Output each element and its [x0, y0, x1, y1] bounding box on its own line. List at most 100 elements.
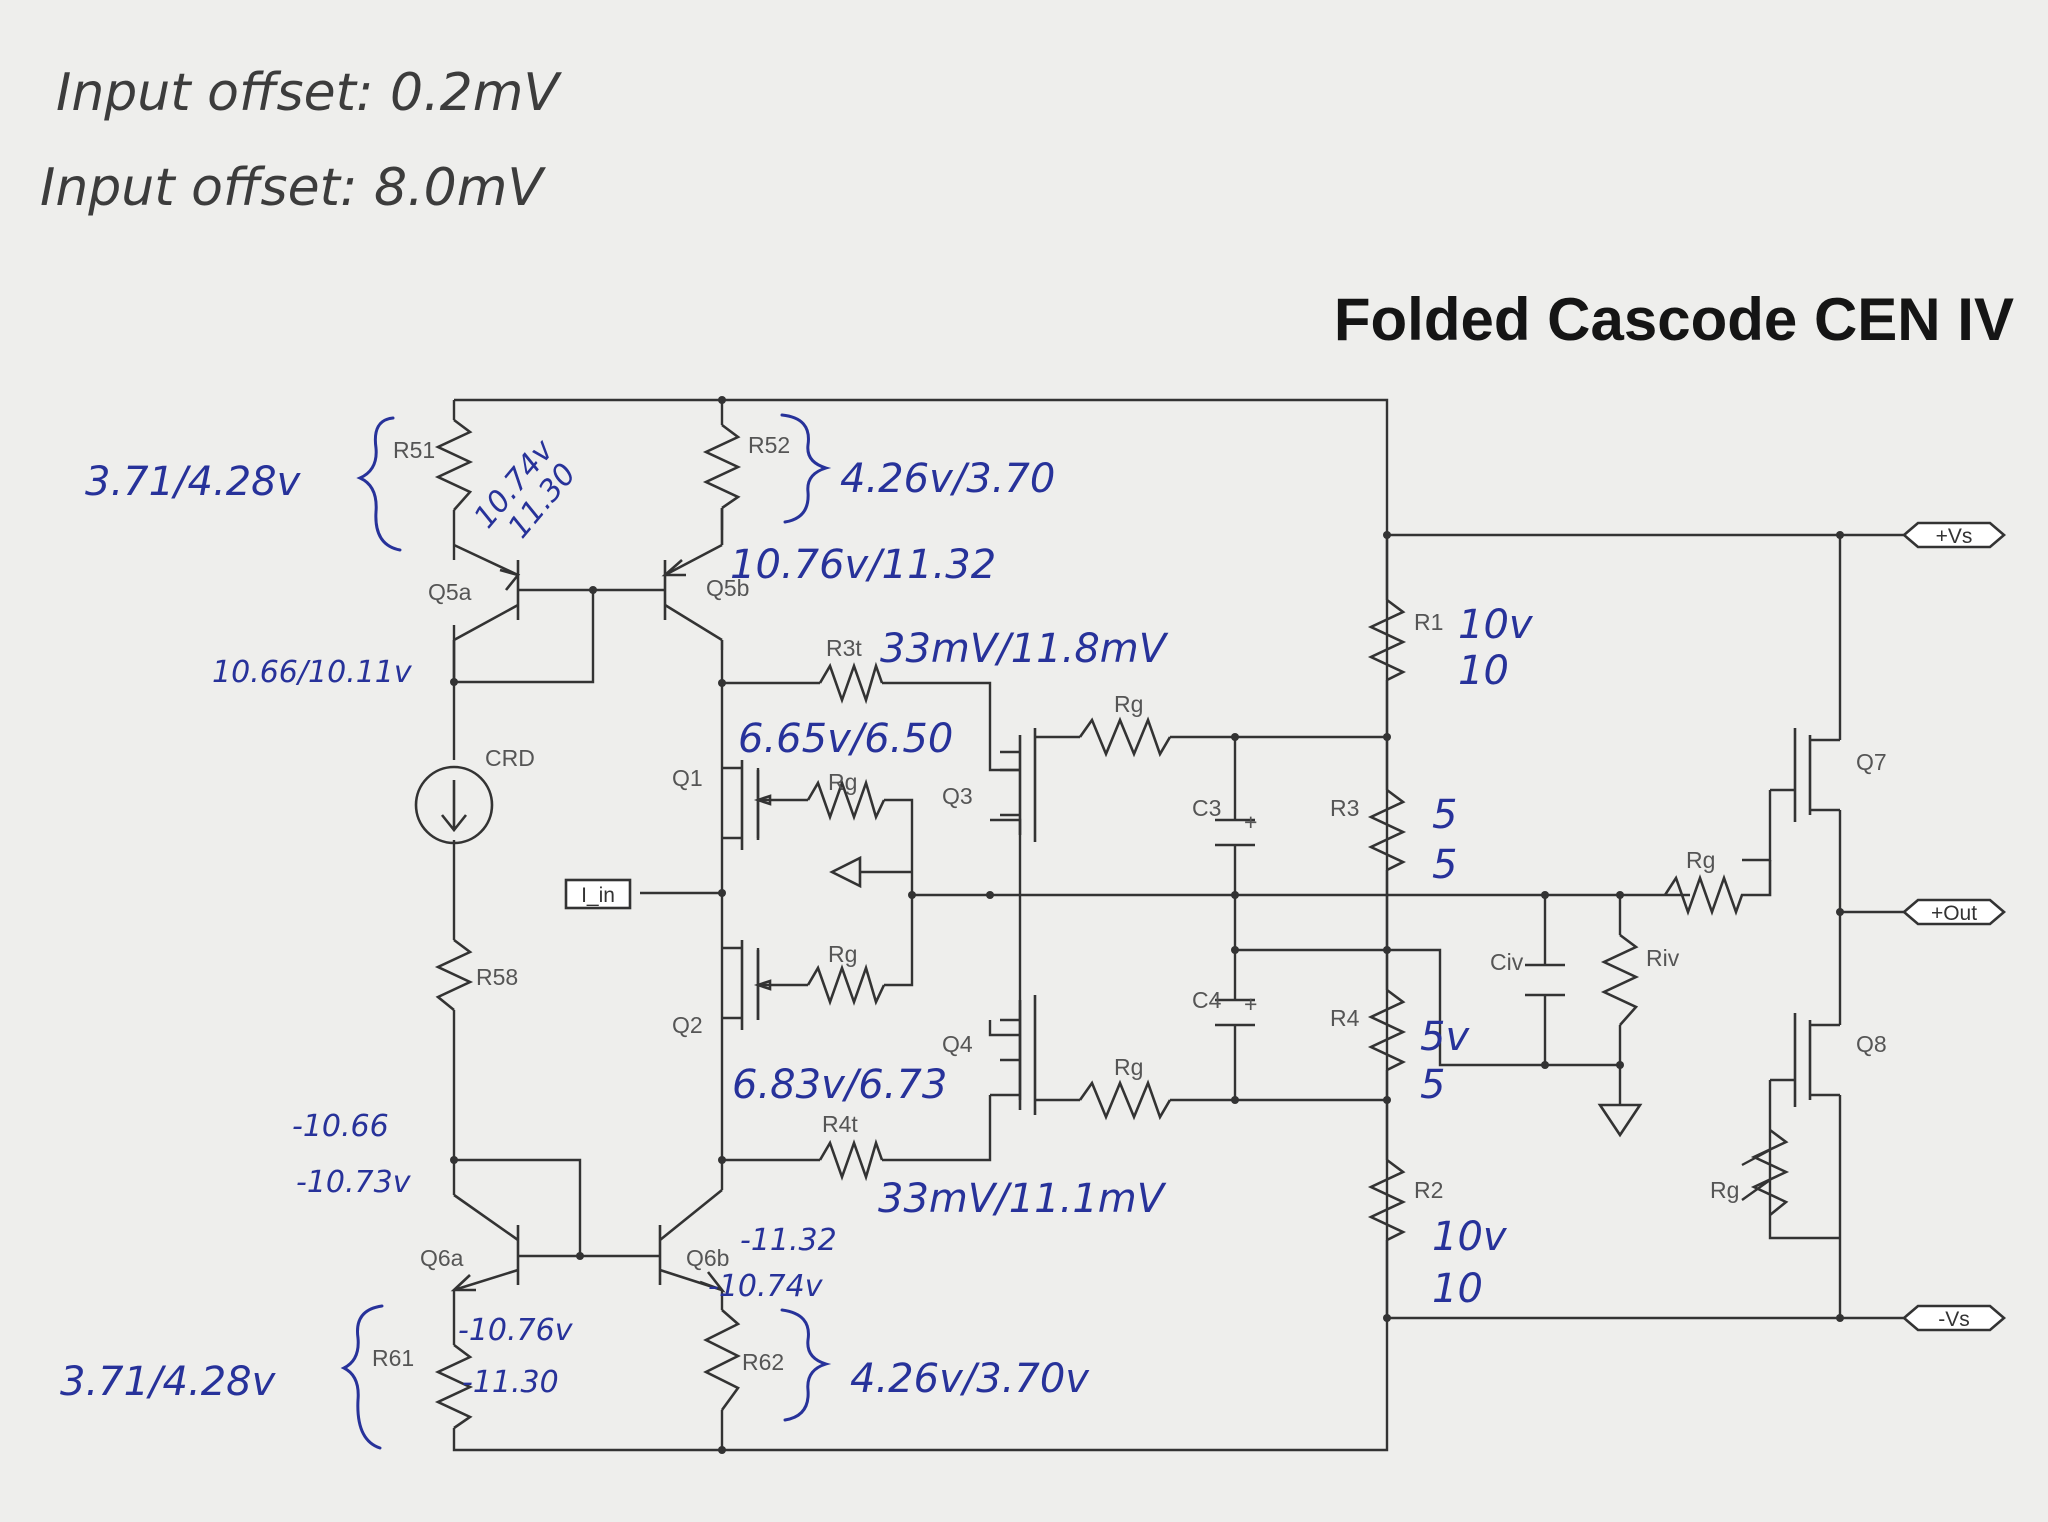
svg-text:+Out: +Out	[1931, 902, 1977, 925]
current-regulator-crd[interactable]	[414, 765, 494, 845]
svg-text:5: 5	[1432, 842, 1457, 888]
svg-text:R61: R61	[372, 1345, 414, 1371]
port-vminus[interactable]: -Vs	[1902, 1304, 2006, 1332]
transistor-q1[interactable]	[722, 760, 772, 850]
svg-text:R51: R51	[393, 437, 435, 463]
svg-text:Q7: Q7	[1856, 749, 1887, 775]
svg-text:C3: C3	[1192, 795, 1221, 821]
svg-text:-10.76v: -10.76v	[458, 1313, 574, 1348]
svg-text:5v: 5v	[1420, 1014, 1470, 1060]
svg-text:R1: R1	[1414, 609, 1443, 635]
note-input-offset-2: Input offset: 8.0mV	[40, 158, 546, 218]
measurement-annotations: 3.71/4.28v 10.74v 11.30 4.26v/3.70 10.76…	[60, 413, 1534, 1450]
svg-text:-11.30: -11.30	[462, 1365, 559, 1400]
svg-text:10: 10	[1432, 1266, 1483, 1312]
resistor-r3[interactable]	[1367, 788, 1407, 872]
resistor-r61[interactable]	[434, 1343, 474, 1430]
svg-text:Q6b: Q6b	[686, 1245, 729, 1271]
transistor-q6a[interactable]	[450, 1193, 520, 1292]
svg-text:Q8: Q8	[1856, 1031, 1887, 1057]
svg-text:-11.32: -11.32	[740, 1223, 837, 1258]
svg-text:10v: 10v	[1458, 602, 1534, 648]
svg-text:10.66/10.11v: 10.66/10.11v	[212, 655, 413, 690]
transistor-q2[interactable]	[722, 940, 772, 1030]
svg-text:10.76v/11.32: 10.76v/11.32	[730, 542, 996, 588]
svg-text:Rg: Rg	[828, 941, 857, 967]
transistor-q4[interactable]	[1000, 995, 1037, 1115]
capacitor-c4[interactable]: +	[1215, 991, 1257, 1027]
transistor-q6b[interactable]	[658, 1188, 726, 1293]
svg-text:Q3: Q3	[942, 783, 973, 809]
note-input-offset-1: Input offset: 0.2mV	[56, 63, 562, 123]
svg-text:C4: C4	[1192, 987, 1222, 1013]
resistor-rg-q1[interactable]	[806, 778, 886, 821]
junction-dots	[450, 396, 1844, 1454]
svg-text:4.26v/3.70: 4.26v/3.70	[840, 456, 1055, 502]
transistor-q5b[interactable]	[661, 508, 724, 650]
svg-text:Q1: Q1	[672, 765, 703, 791]
svg-text:Rg: Rg	[828, 769, 857, 795]
resistor-rg-q3[interactable]	[1078, 716, 1172, 758]
transistor-q7[interactable]	[1770, 728, 1840, 822]
port-vplus[interactable]: +Vs	[1902, 521, 2006, 549]
resistor-rg-q8[interactable]	[1750, 1128, 1790, 1217]
transistor-q8[interactable]	[1770, 1013, 1840, 1107]
resistor-r4t[interactable]	[818, 1138, 884, 1182]
svg-text:Riv: Riv	[1646, 945, 1680, 971]
resistor-r58[interactable]	[434, 938, 474, 1012]
ground-icon	[1597, 1103, 1643, 1138]
port-i-in[interactable]: I_in	[564, 878, 632, 910]
schematic-wires	[452, 398, 1918, 1452]
svg-text:+: +	[1244, 809, 1257, 835]
capacitor-civ[interactable]	[1525, 963, 1565, 997]
transistor-q3[interactable]	[1000, 728, 1037, 842]
resistor-r52[interactable]	[702, 423, 742, 510]
svg-text:Q2: Q2	[672, 1012, 703, 1038]
svg-text:Q5a: Q5a	[428, 579, 472, 605]
svg-text:R3: R3	[1330, 795, 1359, 821]
resistor-rg-q2[interactable]	[806, 963, 886, 1006]
svg-text:10: 10	[1458, 648, 1509, 694]
svg-text:33mV/11.8mV: 33mV/11.8mV	[880, 626, 1169, 672]
resistor-r1[interactable]	[1367, 598, 1407, 682]
resistor-riv[interactable]	[1600, 933, 1640, 1026]
resistor-r62[interactable]	[703, 1309, 741, 1411]
svg-text:-Vs: -Vs	[1938, 1308, 1970, 1331]
svg-text:+Vs: +Vs	[1936, 525, 1973, 548]
resistor-r51[interactable]	[434, 418, 474, 511]
svg-text:3.71/4.28v: 3.71/4.28v	[60, 1359, 277, 1405]
svg-text:4.26v/3.70v: 4.26v/3.70v	[850, 1356, 1090, 1402]
svg-text:R3t: R3t	[826, 635, 862, 661]
svg-text:R62: R62	[742, 1349, 784, 1375]
svg-text:-10.73v: -10.73v	[296, 1165, 412, 1200]
svg-text:Civ: Civ	[1490, 949, 1524, 975]
svg-text:Q6a: Q6a	[420, 1245, 464, 1271]
svg-text:Rg: Rg	[1114, 1054, 1143, 1080]
resistor-r3t[interactable]	[818, 661, 884, 705]
svg-text:I_in: I_in	[581, 884, 615, 907]
svg-text:-10.74v: -10.74v	[708, 1269, 824, 1304]
svg-text:5: 5	[1420, 1062, 1445, 1108]
svg-text:3.71/4.28v: 3.71/4.28v	[85, 459, 302, 505]
port-out[interactable]: +Out	[1902, 898, 2006, 926]
svg-text:5: 5	[1432, 792, 1457, 838]
resistor-r2[interactable]	[1367, 1158, 1407, 1242]
svg-text:R2: R2	[1414, 1177, 1443, 1203]
svg-text:Rg: Rg	[1686, 847, 1715, 873]
svg-text:Rg: Rg	[1114, 691, 1143, 717]
transistor-q5a[interactable]	[452, 543, 521, 682]
svg-text:6.65v/6.50: 6.65v/6.50	[738, 716, 953, 762]
svg-text:R4: R4	[1330, 1005, 1360, 1031]
svg-text:R4t: R4t	[822, 1111, 858, 1137]
page-title: Folded Cascode CEN IV	[1334, 286, 2014, 353]
svg-text:R58: R58	[476, 964, 518, 990]
svg-text:6.83v/6.73: 6.83v/6.73	[732, 1062, 947, 1108]
resistor-rg-q4[interactable]	[1078, 1079, 1172, 1121]
capacitor-c3[interactable]: +	[1215, 809, 1257, 847]
resistor-r4[interactable]	[1367, 988, 1407, 1072]
svg-text:33mV/11.1mV: 33mV/11.1mV	[878, 1176, 1167, 1222]
resistor-rg-q7[interactable]	[1663, 860, 1772, 916]
svg-text:-10.66: -10.66	[292, 1109, 389, 1144]
svg-text:10v: 10v	[1432, 1214, 1508, 1260]
